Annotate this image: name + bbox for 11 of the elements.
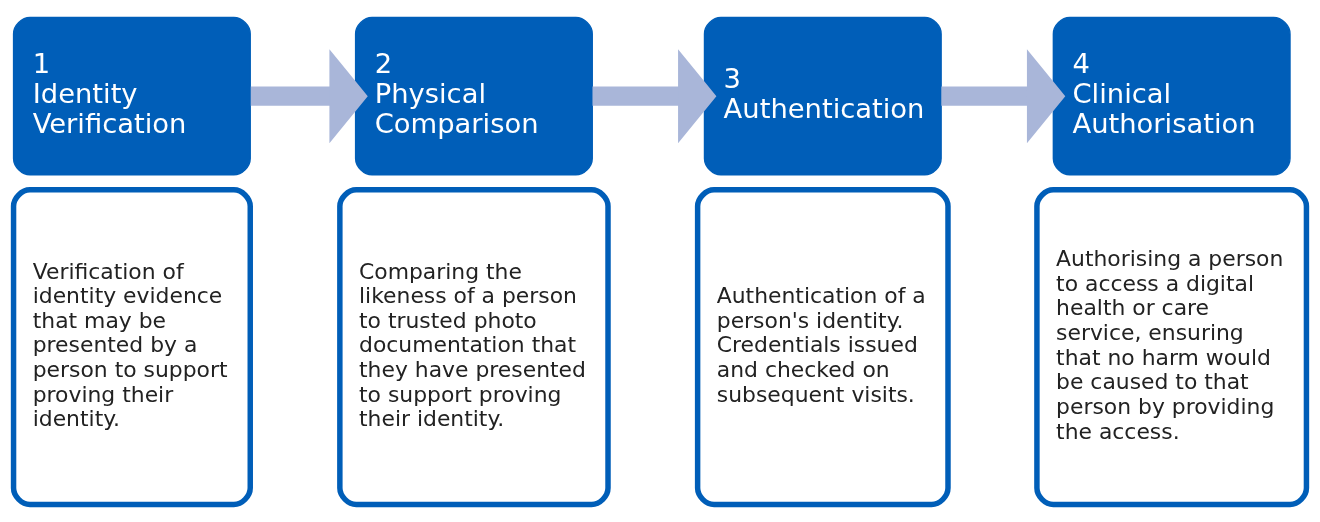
node-box: 3 Authentication <box>703 16 942 176</box>
node-box: Authorising a person to access a digital health or care service, ensuring that no harm would be caused to that person by providing the access. <box>1034 187 1310 508</box>
node-box: Verification of identity evidence that may be presented by a person to support proving their identity. <box>10 187 253 508</box>
arrow <box>250 49 368 144</box>
arrow <box>941 49 1066 144</box>
node-box: Comparing the likeness of a person to trusted photo documentation that they have presented to support proving their identity. <box>337 187 611 508</box>
node-box: 4 Clinical Authorisation <box>1052 16 1291 176</box>
node-box: 2 Physical Comparison <box>354 16 593 176</box>
node-box: 1 Identity Verification <box>12 16 251 176</box>
arrow <box>592 49 717 144</box>
node-box: Authentication of a person's identity. Credentials issued and checked on subsequent visits. <box>694 187 951 508</box>
